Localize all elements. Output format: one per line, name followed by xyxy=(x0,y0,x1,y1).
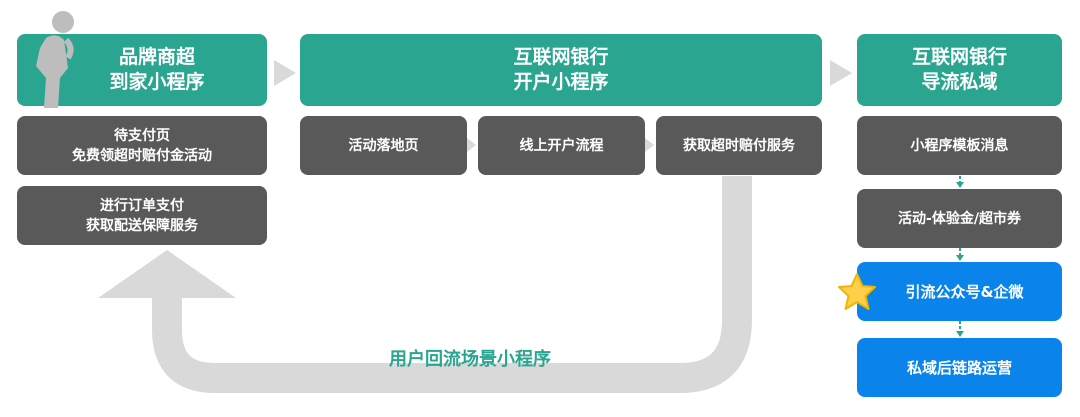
step-box: 获取超时赔付服务 xyxy=(656,116,822,175)
step-box: 活动-体验金/超市券 xyxy=(857,189,1062,248)
arrow-right-icon xyxy=(830,60,852,86)
arrow-right-icon xyxy=(274,60,296,86)
step-box: 进行订单支付 获取配送保障服务 xyxy=(17,186,267,245)
stage-1-label: 品牌商超 到家小程序 xyxy=(109,46,205,93)
step-box: 待支付页 免费领超时赔付金活动 xyxy=(17,116,267,175)
person-thinking-icon xyxy=(36,11,74,108)
stage-2-label: 互联网银行 开户小程序 xyxy=(513,46,609,93)
loop-label: 用户回流场景小程序 xyxy=(389,349,551,370)
stage-2-title: 互联网银行 开户小程序 xyxy=(300,34,822,106)
step-box-highlight: 引流公众号&企微 xyxy=(857,262,1062,321)
stage-3-label: 互联网银行 导流私域 xyxy=(911,46,1007,93)
step-box: 小程序模板消息 xyxy=(857,116,1062,175)
return-loop-arrow xyxy=(152,176,752,393)
return-arrowhead xyxy=(98,250,236,298)
star-icon xyxy=(838,273,876,310)
stage-3-title: 互联网银行 导流私域 xyxy=(857,34,1062,106)
step-box: 线上开户流程 xyxy=(478,116,645,175)
step-box-highlight: 私域后链路运营 xyxy=(857,338,1062,397)
step-box: 活动落地页 xyxy=(300,116,467,175)
